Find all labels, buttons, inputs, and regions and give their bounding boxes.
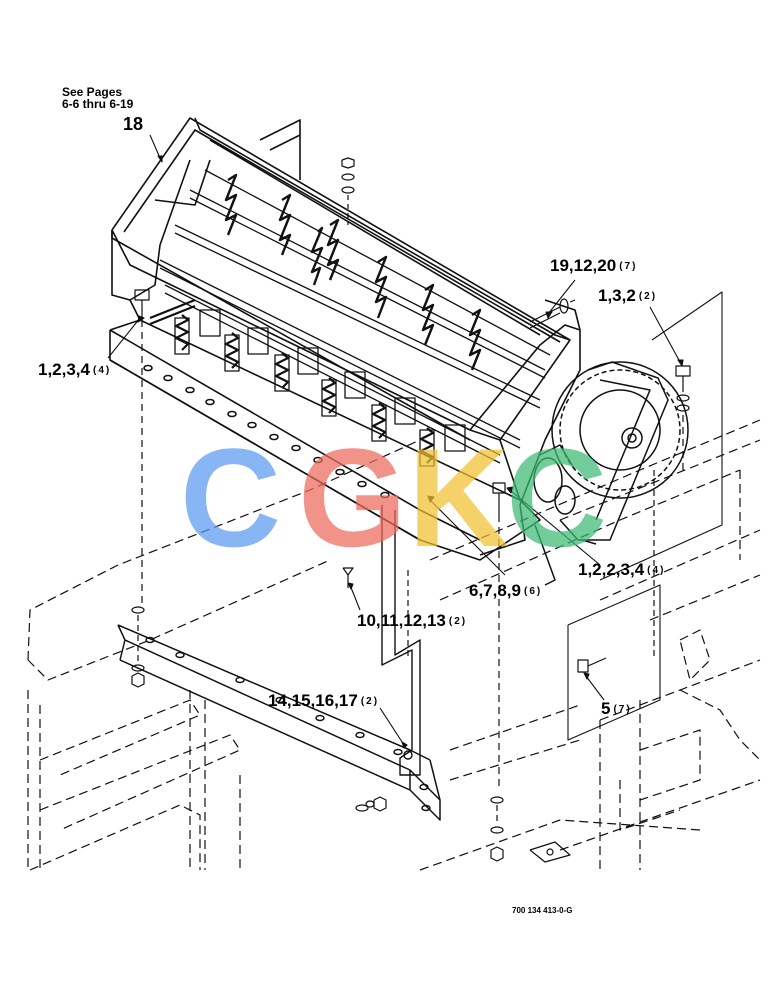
callout-qty: (7) — [613, 704, 632, 715]
callout-parts: 1,3,2 — [598, 286, 636, 305]
see-pages-line1: See Pages — [62, 85, 123, 99]
roller-shafts — [159, 169, 551, 464]
lower-spring-blocks — [174, 309, 466, 467]
callout-parts: 6,7,8,9 — [469, 581, 521, 600]
callout-parts: 14,15,16,17 — [268, 691, 358, 710]
callout-qty: (4) — [93, 365, 112, 376]
assembly-reference: 18 — [123, 114, 144, 134]
callout-parts: 5 — [601, 699, 611, 718]
watermark-letter: G — [298, 419, 407, 576]
see-pages-line2: 6-6 thru 6-19 — [62, 97, 134, 111]
callout-parts: 1,2,3,4 — [38, 360, 90, 379]
watermark-letter: K — [408, 419, 510, 576]
watermark-letter: C — [180, 419, 282, 576]
callout-6-7-8-9: 6,7,8,9(6) — [469, 582, 542, 599]
mounting-bracket — [381, 505, 421, 776]
watermark-letter: C — [506, 419, 608, 576]
drive-sprocket — [533, 361, 689, 586]
callout-1-3-2: 1,3,2(2) — [598, 287, 657, 304]
callout-1-2-3-4: 1,2,3,4(4) — [38, 361, 111, 378]
callout-parts: 19,12,20 — [550, 256, 617, 275]
lower-springs — [149, 298, 435, 464]
callout-10-11-12-13: 10,11,12,13(2) — [357, 612, 467, 629]
callout-qty: (4) — [647, 565, 666, 576]
support-beam — [117, 624, 441, 821]
upper-springs — [224, 173, 482, 371]
callout-qty: (6) — [524, 586, 543, 597]
callout-qty: (2) — [638, 291, 658, 302]
callout-14-15-16-17: 14,15,16,17(2) — [268, 692, 379, 709]
fasteners — [131, 157, 691, 863]
callout-parts: 10,11,12,13 — [357, 611, 446, 630]
callout-qty: (2) — [448, 616, 468, 627]
see-pages-note: See Pages 6-6 thru 6-19 — [62, 86, 133, 110]
main-frame — [109, 117, 571, 561]
callout-parts: 1,2,2,3,4 — [578, 560, 645, 579]
right-panel — [567, 291, 723, 741]
frame-phantom-lines — [27, 419, 761, 871]
callout-5: 5(7) — [601, 700, 632, 717]
right-end-plate — [469, 299, 581, 556]
drawing-number: 700 134 413-0-G — [512, 906, 573, 915]
callout-1-2-2-3-4: 1,2,2,3,4(4) — [578, 561, 665, 578]
callout-19-12-20: 19,12,20(7) — [550, 257, 637, 274]
callout-qty: (2) — [360, 696, 380, 707]
callout-qty: (7) — [619, 261, 638, 272]
callout-leaders — [107, 134, 684, 749]
